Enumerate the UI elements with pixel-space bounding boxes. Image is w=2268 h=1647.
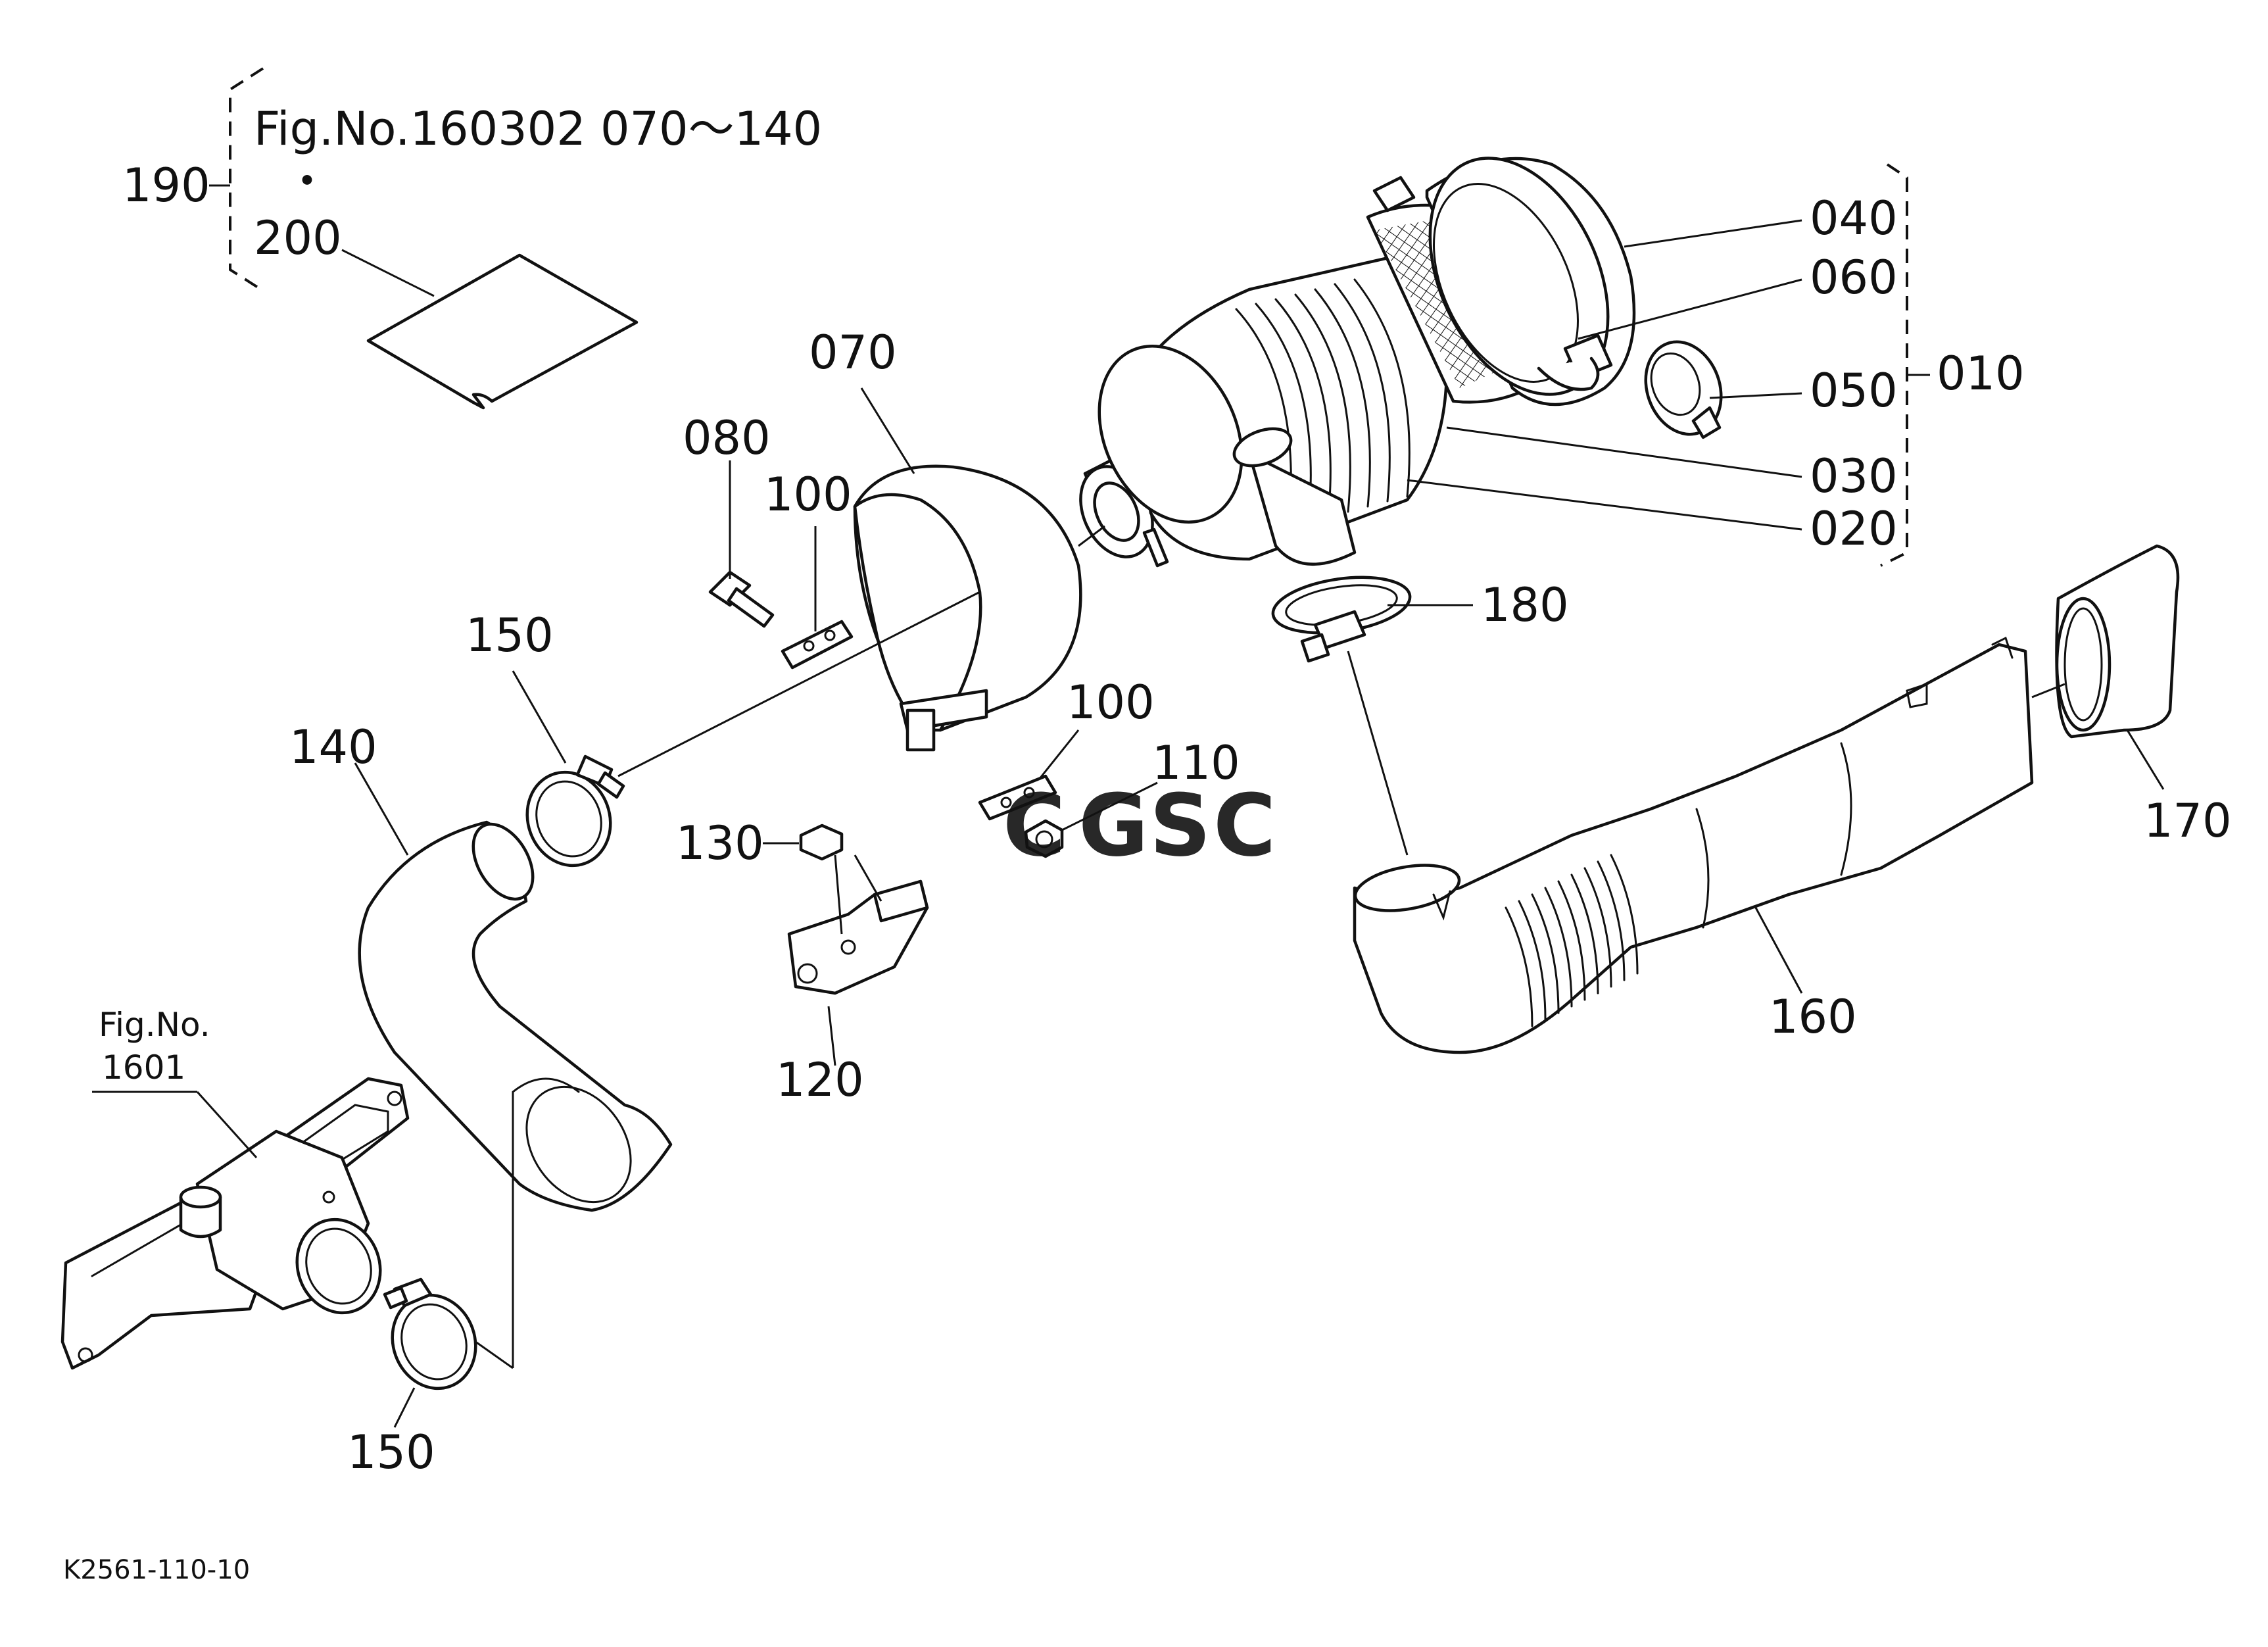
air-cleaner-assembly: [1079, 157, 1723, 568]
callout-170: 170: [2144, 794, 2232, 848]
leader-060: [1578, 278, 1802, 340]
watermark-logo: C G S C: [1003, 775, 1276, 875]
callout-140: 140: [289, 720, 377, 774]
callout-100-lower: 100: [1067, 676, 1155, 729]
rain-cap-opening: [2055, 597, 2111, 732]
watermark-letter-4: C: [1213, 775, 1276, 875]
callout-010: 010: [1937, 347, 2025, 401]
leader-050: [1709, 392, 1802, 399]
watermark-letter-2: G: [1078, 775, 1149, 875]
callout-040: 040: [1810, 191, 1898, 245]
figure-ref-text: Fig.No.160302 070～140: [254, 102, 822, 156]
bracket-120: [787, 879, 929, 995]
callout-020: 020: [1810, 502, 1898, 556]
rain-cap-170: [2055, 544, 2180, 739]
hose-clamp-150-upper: [525, 754, 625, 868]
intake-hose-140: [358, 820, 673, 1212]
callout-150-upper: 150: [466, 608, 554, 662]
leader-030: [1446, 426, 1802, 478]
callout-080: 080: [683, 411, 771, 465]
callout-130: 130: [676, 816, 764, 870]
plate-100-lower: [978, 774, 1057, 821]
intake-duct-160: [1353, 636, 2034, 1054]
watermark-letter-3: S: [1149, 775, 1211, 875]
hose-clamp-180: [1271, 576, 1412, 663]
engine-ref-line2: 1601: [102, 1048, 185, 1087]
callout-180: 180: [1481, 578, 1569, 632]
group-bracket-190: [229, 67, 264, 292]
watermark-letter-1: C: [1003, 775, 1065, 875]
callout-070: 070: [809, 326, 897, 380]
callout-120: 120: [776, 1053, 864, 1107]
callout-110: 110: [1152, 736, 1240, 790]
leader-070: [860, 387, 915, 474]
callout-160: 160: [1769, 990, 1857, 1044]
figure-reference-group: 190 Fig.No.160302 070～140 ・ 200: [122, 67, 822, 410]
callout-050: 050: [1810, 364, 1898, 418]
plate-100-upper: [781, 620, 854, 670]
callout-030: 030: [1810, 449, 1898, 503]
callout-200: 200: [254, 211, 342, 265]
cover-clip-top: [1372, 176, 1416, 212]
engine-ref-line1: Fig.No.: [99, 1006, 210, 1044]
leader-020: [1407, 479, 1802, 531]
drawing-code: K2561-110-10: [63, 1555, 250, 1585]
nut-110: [1024, 819, 1064, 858]
callout-190: 190: [122, 159, 210, 212]
leader-040: [1624, 219, 1802, 248]
figure-ref-dot: ・: [284, 155, 330, 209]
instruction-sheet-200: [366, 253, 639, 410]
hose-clamp-150-lower: [383, 1277, 477, 1390]
intake-manifold-ref: [60, 1077, 410, 1370]
bolt-080: [708, 570, 775, 628]
callout-150-lower: 150: [347, 1425, 435, 1479]
group-bracket-010: [1880, 163, 1908, 567]
callout-100-upper: 100: [764, 468, 852, 522]
callout-060: 060: [1810, 251, 1898, 305]
mounting-band-070: [853, 464, 1082, 752]
nut-130: [799, 823, 844, 861]
